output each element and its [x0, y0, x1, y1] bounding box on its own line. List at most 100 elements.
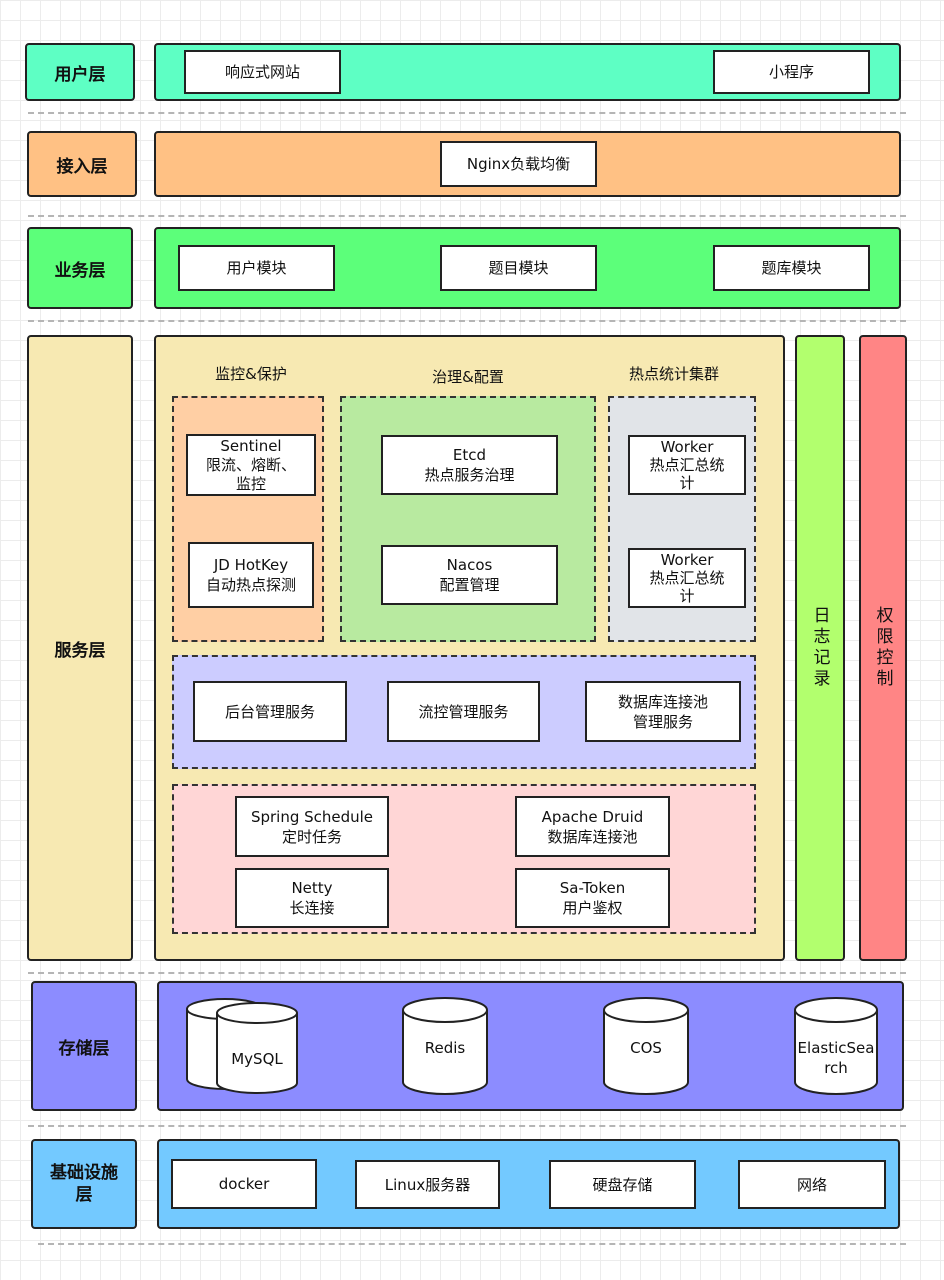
database-icon-cos	[603, 997, 689, 1095]
node-label: 小程序	[768, 63, 814, 81]
layer-label-infra-text-2: 层	[75, 1185, 93, 1205]
layer-separator	[28, 112, 906, 114]
side-logging-text: 日志记录	[809, 606, 830, 690]
layer-label-storage-text: 存储层	[58, 1038, 110, 1059]
node-line: Worker	[660, 551, 714, 569]
node-question-module: 题目模块	[440, 245, 597, 291]
storage-label-cos: COS	[602, 1038, 690, 1058]
storage-label-redis: Redis	[401, 1038, 489, 1058]
side-permission-text: 权限控制	[872, 606, 893, 690]
node-sa-token: Sa-Token 用户鉴权	[515, 868, 670, 928]
node-line: 配置管理	[439, 576, 500, 594]
node-line: Apache Druid	[541, 807, 644, 826]
node-worker-1: Worker 热点汇总统 计	[628, 435, 746, 495]
layer-label-infra-text-1: 基础设施	[50, 1163, 118, 1183]
layer-separator	[38, 1243, 906, 1245]
group-title-hotspot: 热点统计集群	[628, 365, 719, 383]
node-sentinel: Sentinel 限流、熔断、 监控	[186, 434, 316, 496]
node-label: docker	[218, 1175, 270, 1193]
node-line: 热点服务治理	[424, 466, 515, 484]
node-question-bank-module: 题库模块	[713, 245, 870, 291]
node-apache-druid: Apache Druid 数据库连接池	[515, 796, 670, 857]
storage-label-elasticsearch: ElasticSea rch	[793, 1038, 879, 1078]
node-responsive-website: 响应式网站	[184, 50, 341, 94]
database-icon-mysql	[186, 998, 298, 1094]
node-line: 管理服务	[632, 712, 693, 731]
node-label: 硬盘存储	[592, 1175, 653, 1194]
layer-label-storage: 存储层	[31, 981, 137, 1111]
layer-label-access: 接入层	[27, 131, 137, 197]
storage-line: MySQL	[231, 1050, 283, 1068]
layer-label-user-text: 用户层	[54, 64, 106, 85]
node-line: 定时任务	[281, 827, 342, 846]
side-permission: 权限控制	[859, 335, 907, 961]
node-line: 监控	[235, 474, 266, 493]
node-etcd: Etcd 热点服务治理	[381, 435, 558, 495]
node-line: JD HotKey	[213, 556, 289, 574]
node-jd-hotkey: JD HotKey 自动热点探测	[188, 542, 314, 608]
node-line: Netty	[291, 879, 333, 897]
node-line: Etcd	[452, 446, 487, 464]
group-title-monitor: 监控&保护	[215, 365, 287, 383]
layer-label-service: 服务层	[27, 335, 133, 961]
node-label: 用户模块	[226, 259, 287, 277]
layer-label-user: 用户层	[25, 43, 135, 101]
node-line: 后台管理服务	[224, 702, 315, 721]
node-line: 限流、熔断、	[205, 455, 296, 474]
node-line: 用户鉴权	[562, 899, 623, 917]
node-label: 响应式网站	[224, 63, 300, 81]
node-line: 热点汇总统	[649, 569, 725, 587]
node-disk-storage: 硬盘存储	[549, 1160, 696, 1209]
node-user-module: 用户模块	[178, 245, 335, 291]
node-docker: docker	[171, 1159, 317, 1209]
node-label: 题目模块	[488, 259, 549, 277]
node-line: Worker	[660, 438, 714, 456]
layer-separator	[28, 972, 906, 974]
node-line: 热点汇总统	[649, 456, 725, 474]
node-line: 计	[679, 474, 695, 492]
node-line: 数据库连接池	[617, 692, 708, 711]
side-logging: 日志记录	[795, 335, 845, 961]
database-icon-elasticsearch	[794, 997, 878, 1095]
group-governance	[340, 396, 596, 642]
node-worker-2: Worker 热点汇总统 计	[628, 548, 746, 608]
node-flow-control-service: 流控管理服务	[387, 681, 540, 742]
node-label: Linux服务器	[384, 1175, 471, 1194]
node-admin-service: 后台管理服务	[193, 681, 347, 742]
node-line: Spring Schedule	[250, 807, 374, 826]
node-label: 题库模块	[761, 259, 822, 277]
layer-separator	[28, 215, 906, 217]
node-line: 计	[679, 587, 695, 605]
node-label: Nginx负载均衡	[466, 155, 571, 173]
database-icon-redis	[402, 997, 488, 1095]
node-mini-program: 小程序	[713, 50, 870, 94]
node-nginx: Nginx负载均衡	[440, 141, 597, 187]
node-line: 流控管理服务	[418, 702, 509, 721]
node-line: Sentinel	[220, 436, 282, 455]
layer-label-business: 业务层	[27, 227, 133, 309]
node-line: 长连接	[289, 899, 335, 917]
node-netty: Netty 长连接	[235, 868, 389, 928]
node-line: Sa-Token	[559, 879, 626, 897]
layer-label-service-text: 服务层	[54, 640, 106, 661]
storage-line: COS	[630, 1039, 662, 1057]
layer-separator	[28, 320, 906, 322]
node-line: 数据库连接池	[547, 827, 638, 846]
node-nacos: Nacos 配置管理	[381, 545, 558, 605]
storage-line: Redis	[424, 1039, 466, 1057]
node-linux-server: Linux服务器	[355, 1160, 500, 1209]
storage-label-mysql: MySQL	[217, 1049, 297, 1069]
storage-line: rch	[824, 1059, 848, 1077]
node-spring-schedule: Spring Schedule 定时任务	[235, 796, 389, 857]
storage-line: ElasticSea	[797, 1039, 875, 1057]
node-label: 网络	[796, 1175, 827, 1194]
node-db-pool-management: 数据库连接池 管理服务	[585, 681, 741, 742]
layer-label-infra: 基础设施 层	[31, 1139, 137, 1229]
node-line: 自动热点探测	[205, 576, 296, 594]
layer-separator	[28, 1125, 906, 1127]
layer-label-access-text: 接入层	[56, 156, 108, 177]
group-title-governance: 治理&配置	[432, 368, 504, 386]
layer-label-business-text: 业务层	[54, 260, 106, 281]
node-network: 网络	[738, 1160, 886, 1209]
node-line: Nacos	[446, 556, 493, 574]
